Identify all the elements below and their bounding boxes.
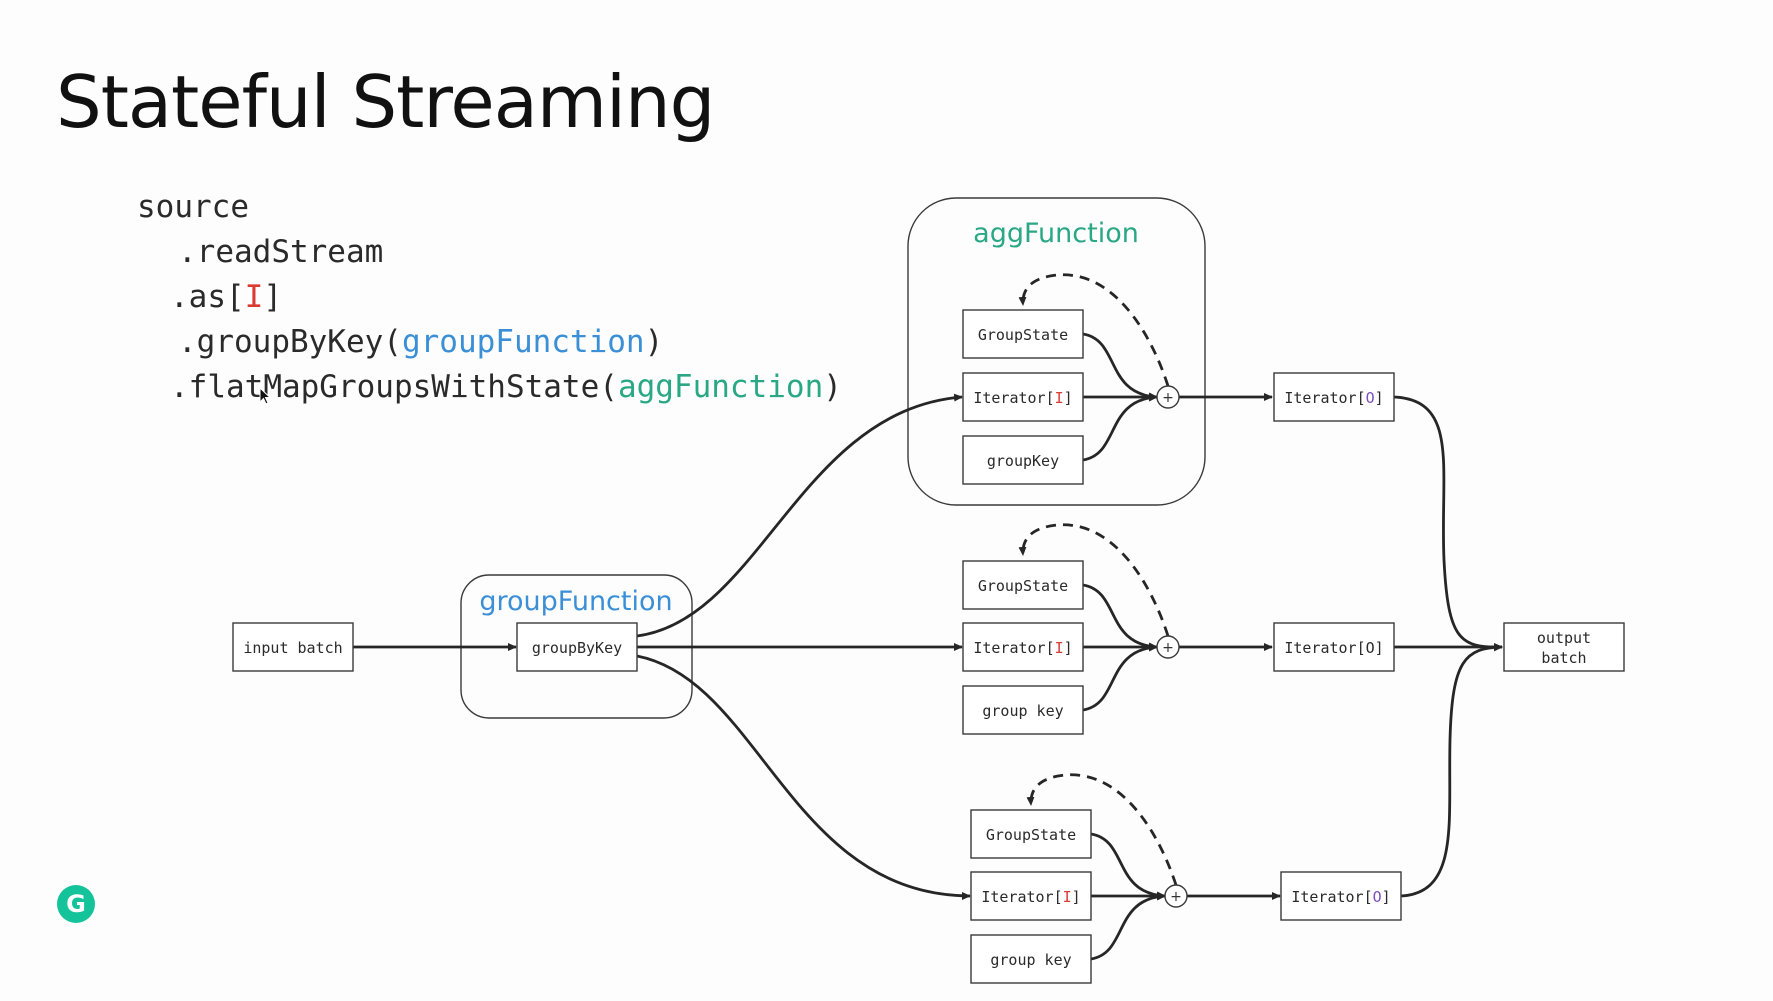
- code-agg-function-arg: aggFunction: [617, 369, 824, 405]
- row2-groupstate-node: [962, 560, 1084, 610]
- code-readstream: .readStream: [178, 234, 384, 270]
- row1-iter-suffix: ]: [1064, 389, 1073, 407]
- output-batch-node: [1503, 622, 1625, 672]
- row2-iter-prefix: Iterator[: [973, 639, 1054, 657]
- grammarly-icon[interactable]: G: [57, 885, 95, 923]
- code-type-param: I: [244, 279, 264, 315]
- edge-groupbykey-to-row1: [636, 393, 963, 638]
- row3-groupstate-node: [970, 809, 1092, 859]
- row1-output-iterator-node: [1273, 372, 1395, 422]
- code-line-flatmap: .flatMapGroupsWithState(aggFunction): [170, 369, 842, 405]
- edge-row3-key-to-plus: [1090, 892, 1166, 961]
- edge-row1-key-to-plus: [1082, 393, 1158, 462]
- row2-output-iterator-node: [1273, 622, 1395, 672]
- edge-row2-state-feedback: [1018, 523, 1170, 637]
- row2-output-iterator-label: Iterator[O]: [1284, 639, 1383, 657]
- row2-key-label: group key: [982, 702, 1063, 720]
- mouse-pointer-icon: [259, 387, 272, 405]
- row2-iter-type: I: [1055, 639, 1064, 657]
- row3-iterator-label: Iterator[I]: [981, 888, 1080, 906]
- code-line-readstream: .readStream: [178, 234, 383, 270]
- row2-out-prefix: Iterator[: [1284, 639, 1365, 657]
- row2-plus-icon: +: [1162, 640, 1174, 656]
- row3-groupstate-label: GroupState: [986, 826, 1076, 844]
- slide-title: Stateful Streaming: [56, 60, 715, 144]
- row2-iterator-label: Iterator[I]: [973, 639, 1072, 657]
- row2-iter-suffix: ]: [1064, 639, 1073, 657]
- row3-key-node: [970, 934, 1092, 984]
- code-groupbykey-prefix: .groupByKey(: [178, 324, 402, 360]
- row1-iterator-label: Iterator[I]: [973, 389, 1072, 407]
- row1-out-suffix: ]: [1375, 389, 1384, 407]
- row3-key-label: group key: [990, 951, 1071, 969]
- code-line-source: source: [137, 189, 249, 225]
- row3-out-prefix: Iterator[: [1291, 888, 1372, 906]
- row1-key-node: [962, 435, 1084, 485]
- row3-iter-type: I: [1063, 888, 1072, 906]
- row3-combine-node: [1164, 884, 1188, 908]
- row1-iterator-node: [962, 372, 1084, 422]
- edge-row3-to-output-batch: [1400, 643, 1503, 898]
- edge-row1-state-feedback: [1018, 273, 1170, 387]
- output-batch-label-line2: batch: [1541, 649, 1586, 667]
- row3-out-suffix: ]: [1382, 888, 1391, 906]
- code-line-as: .as[I]: [170, 279, 282, 315]
- row3-iter-prefix: Iterator[: [981, 888, 1062, 906]
- row2-out-suffix: ]: [1375, 639, 1384, 657]
- code-groupbykey-suffix: ): [644, 324, 664, 360]
- row1-out-prefix: Iterator[: [1284, 389, 1365, 407]
- edge-groupbykey-to-row3: [636, 654, 971, 900]
- row3-output-iterator-label: Iterator[O]: [1291, 888, 1390, 906]
- input-batch-label: input batch: [243, 639, 342, 657]
- row1-groupstate-node: [962, 309, 1084, 359]
- row1-combine-node: [1156, 385, 1180, 409]
- row2-combine-node: [1156, 635, 1180, 659]
- output-batch-label-line1: output: [1537, 629, 1591, 647]
- groupbykey-node: [516, 622, 638, 672]
- group-function-label: groupFunction: [479, 586, 672, 617]
- code-flatmap-prefix: .flatMapGroupsWithState(: [170, 369, 618, 405]
- code-source: source: [137, 189, 249, 225]
- edge-row3-state-to-plus: [1090, 832, 1166, 900]
- input-batch-node: [232, 622, 354, 672]
- row2-iterator-node: [962, 622, 1084, 672]
- row2-key-node: [962, 685, 1084, 735]
- edge-row3-state-feedback: [1026, 773, 1178, 886]
- row1-key-label: groupKey: [987, 452, 1059, 470]
- row1-out-type: O: [1366, 389, 1375, 407]
- edge-row2-state-to-plus: [1082, 583, 1158, 651]
- row2-out-type: O: [1366, 639, 1375, 657]
- row1-plus-icon: +: [1162, 390, 1174, 406]
- row1-iter-prefix: Iterator[: [973, 389, 1054, 407]
- edge-row2-key-to-plus: [1082, 643, 1158, 712]
- agg-function-container: [907, 197, 1206, 506]
- row3-iterator-node: [970, 871, 1092, 921]
- row1-iter-type: I: [1055, 389, 1064, 407]
- row2-groupstate-label: GroupState: [978, 577, 1068, 595]
- agg-function-label: aggFunction: [973, 218, 1139, 249]
- row3-plus-icon: +: [1170, 889, 1182, 905]
- edge-row1-state-to-plus: [1082, 332, 1158, 401]
- row3-out-type: O: [1373, 888, 1382, 906]
- code-flatmap-suffix: ): [823, 369, 842, 405]
- edge-row1-to-output-batch: [1393, 395, 1503, 652]
- code-group-function-arg: groupFunction: [401, 324, 645, 360]
- code-line-groupbykey: .groupByKey(groupFunction): [178, 324, 663, 360]
- row3-iter-suffix: ]: [1072, 888, 1081, 906]
- groupbykey-label: groupByKey: [532, 639, 622, 657]
- row1-output-iterator-label: Iterator[O]: [1284, 389, 1383, 407]
- code-as-suffix: ]: [263, 279, 282, 315]
- row3-output-iterator-node: [1280, 871, 1402, 921]
- code-as-prefix: .as[: [170, 279, 245, 315]
- row1-groupstate-label: GroupState: [978, 326, 1068, 344]
